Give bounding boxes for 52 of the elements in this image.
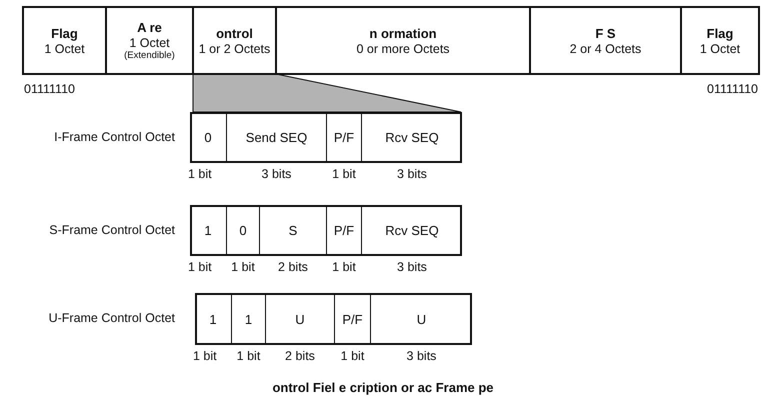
field-name: F S <box>595 26 616 42</box>
bit-field-name: Rcv SEQ <box>385 223 439 238</box>
field-size: 1 Octet <box>700 42 740 56</box>
flag-bit-pattern: 01111110 <box>24 82 75 96</box>
row-label: U-Frame Control Octet <box>48 311 175 325</box>
field-name: n ormation <box>369 26 437 42</box>
frame-field-box <box>529 6 682 75</box>
field-size: 1 Octet <box>44 42 85 56</box>
field-name: A re <box>137 20 162 36</box>
caption: ontrol Fiel e cription or ac Frame pe <box>271 380 495 395</box>
bit-field-name: Rcv SEQ <box>385 130 439 145</box>
field-name: Flag <box>706 26 734 42</box>
bit-field-name: U <box>295 312 305 326</box>
bit-field-name: Send SEQ <box>246 130 308 145</box>
bit-width: 1 bit <box>188 167 212 181</box>
field-name: ontrol <box>216 26 253 42</box>
bit-field-name: P/F <box>334 223 354 238</box>
bit-width: 1 bit <box>188 260 212 274</box>
field-name: Flag <box>51 26 78 42</box>
bit-field-name: 1 <box>204 223 212 238</box>
bit-width: 1 bit <box>236 349 260 363</box>
frame-field-box <box>105 6 194 75</box>
bit-width: 1 bit <box>332 167 356 181</box>
field-size: 0 or more Octets <box>356 42 450 56</box>
bit-field-name: P/F <box>342 312 363 326</box>
bit-width: 2 bits <box>285 349 315 363</box>
row-label: I-Frame Control Octet <box>54 130 175 144</box>
bit-width: 1 bit <box>340 349 364 363</box>
bit-width: 3 bits <box>262 167 292 181</box>
bit-field-name: S <box>288 223 298 238</box>
bit-field-name: 1 <box>244 312 252 326</box>
frame-field-box <box>275 6 531 75</box>
bit-width: 1 bit <box>332 260 356 274</box>
bit-width: 1 bit <box>231 260 255 274</box>
frame-field-box <box>192 6 277 75</box>
field-size: 1 Octet <box>129 36 170 50</box>
bit-field-name: P/F <box>334 130 354 145</box>
bit-field-name: U <box>416 312 426 326</box>
zoom-wedge <box>192 73 462 113</box>
flag-bit-pattern: 01111110 <box>707 82 758 96</box>
bit-width: 3 bits <box>397 167 427 181</box>
bit-width: 1 bit <box>193 349 217 363</box>
field-size: 2 or 4 Octets <box>570 42 642 56</box>
bit-field-name: 1 <box>209 312 217 326</box>
field-size: 1 or 2 Octets <box>198 42 270 56</box>
bit-field-name: 0 <box>239 223 247 238</box>
bit-width: 3 bits <box>406 349 436 363</box>
bit-field-name: 0 <box>204 130 212 145</box>
row-label: S-Frame Control Octet <box>49 222 175 236</box>
bit-width: 2 bits <box>278 260 308 274</box>
bit-width: 3 bits <box>397 260 427 274</box>
field-note: (Extendible) <box>124 50 175 61</box>
